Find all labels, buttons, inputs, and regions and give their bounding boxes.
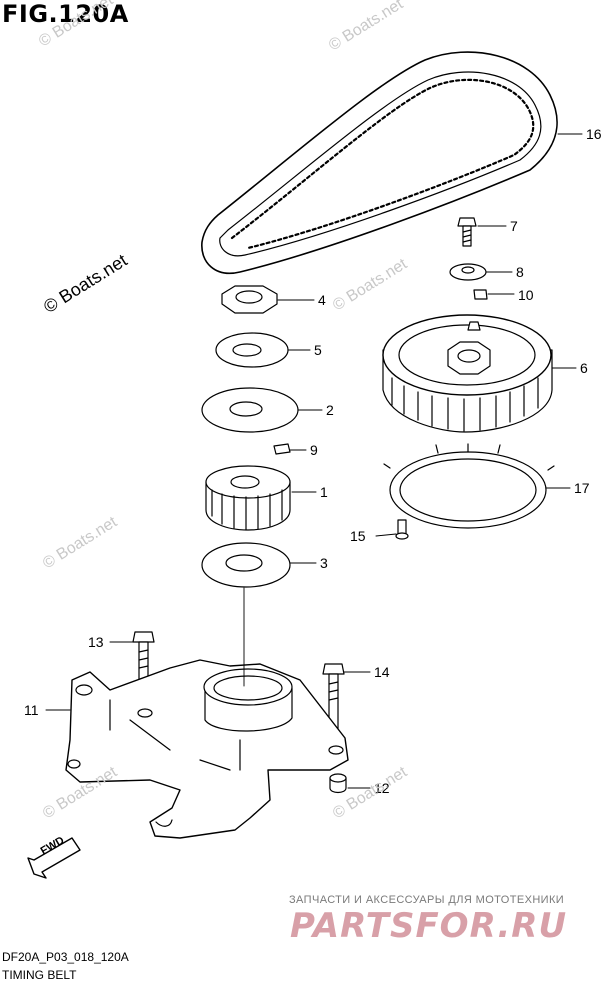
callout-5: 5: [314, 342, 322, 358]
callout-6: 6: [580, 360, 588, 376]
callout-17: 17: [574, 480, 590, 496]
callout-11: 11: [24, 702, 39, 718]
dowel-part-12: [329, 773, 347, 794]
bolt-part-13: [132, 631, 155, 703]
key-part-9: [273, 443, 291, 455]
guide-plate-part-3: [201, 542, 291, 588]
callout-4: 4: [318, 292, 326, 308]
guide-plate-part-2: [201, 387, 299, 433]
diagram-name: TIMING BELT: [2, 968, 77, 982]
callout-1: 1: [320, 484, 328, 500]
forward-arrow-icon: [27, 837, 81, 879]
pulley-ring-part-17: [383, 443, 555, 529]
store-tagline: ЗАПЧАСТИ И АКСЕССУАРЫ ДЛЯ МОТОТЕХНИКИ: [289, 894, 565, 906]
store-logo: PARTSFOR.RU: [290, 906, 568, 946]
callout-7: 7: [510, 218, 518, 234]
callout-2: 2: [326, 402, 334, 418]
screw-part-15: [395, 519, 409, 540]
washer-part-8: [449, 263, 487, 281]
callout-14: 14: [374, 664, 390, 680]
callout-15: 15: [350, 528, 366, 544]
bolt-part-7: [457, 217, 477, 247]
callout-10: 10: [518, 287, 534, 303]
callout-9: 9: [310, 442, 318, 458]
diagram-code: DF20A_P03_018_120A: [2, 950, 129, 964]
bolt-part-14: [322, 663, 345, 735]
callout-16: 16: [586, 126, 602, 142]
callout-8: 8: [516, 264, 524, 280]
callout-12: 12: [374, 780, 390, 796]
timing-belt-part: [201, 51, 558, 275]
housing-part-11: [65, 659, 349, 839]
lock-washer-part-5: [215, 332, 289, 368]
crank-pulley-part-1: [205, 465, 291, 531]
callout-13: 13: [88, 634, 104, 650]
leader-lines: [45, 133, 583, 789]
camshaft-pulley-part-6: [382, 314, 553, 433]
callout-3: 3: [320, 555, 328, 571]
nut-part-4: [221, 285, 278, 314]
figure-title: FIG.120A: [2, 0, 129, 28]
key-part-10: [473, 289, 488, 300]
